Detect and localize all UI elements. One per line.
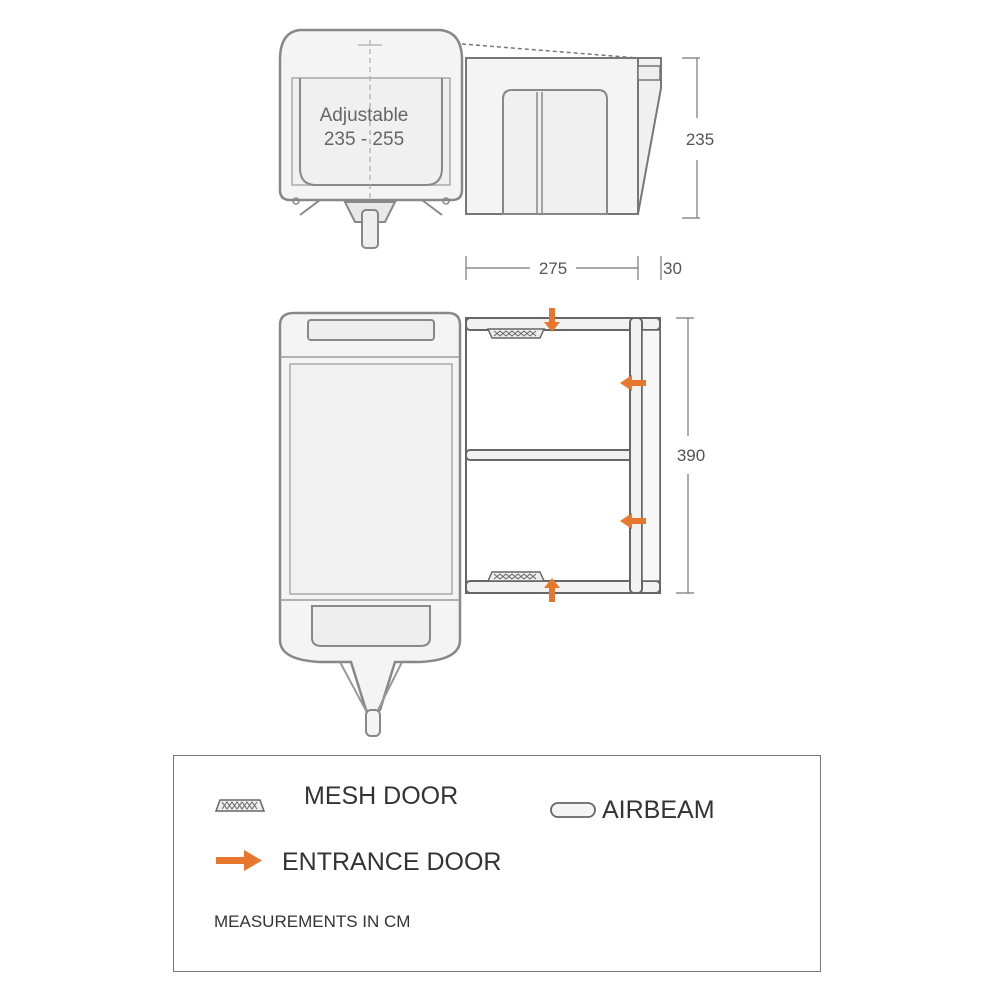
airbeam-label: AIRBEAM bbox=[602, 796, 715, 824]
entrance-arrow-top bbox=[544, 308, 560, 332]
entrance-arrow-side-lower bbox=[620, 513, 646, 529]
height-dimension bbox=[682, 57, 700, 219]
mesh-door-label: MESH DOOR bbox=[304, 782, 459, 810]
length-label: 390 bbox=[677, 446, 705, 465]
mesh-door-top bbox=[486, 328, 546, 339]
caravan-rear-view bbox=[278, 28, 464, 249]
beam-label: 30 bbox=[663, 259, 682, 278]
entrance-arrow-side-upper bbox=[620, 375, 646, 391]
adjustable-label: Adjustable bbox=[320, 105, 409, 126]
entrance-arrow-icon bbox=[216, 850, 262, 871]
awning-plan-view bbox=[465, 317, 661, 594]
height-label: 235 bbox=[686, 130, 714, 149]
legend-box: MESH DOOR AIRBEAM ENTRANCE DOOR MEASUREM… bbox=[173, 755, 821, 972]
depth-dimension bbox=[465, 256, 662, 280]
depth-label: 275 bbox=[539, 259, 567, 278]
mesh-door-bottom bbox=[486, 571, 546, 582]
airbeam-icon bbox=[550, 802, 596, 818]
awning-side-view bbox=[461, 43, 662, 215]
adjustable-range: 235 - 255 bbox=[324, 129, 404, 150]
caravan-plan-view bbox=[278, 311, 462, 737]
entrance-door-label: ENTRANCE DOOR bbox=[282, 848, 502, 876]
measurements-note: MEASUREMENTS IN CM bbox=[214, 912, 411, 931]
length-dimension bbox=[676, 317, 694, 594]
mesh-door-icon bbox=[214, 799, 266, 812]
entrance-arrow-bottom bbox=[544, 578, 560, 602]
